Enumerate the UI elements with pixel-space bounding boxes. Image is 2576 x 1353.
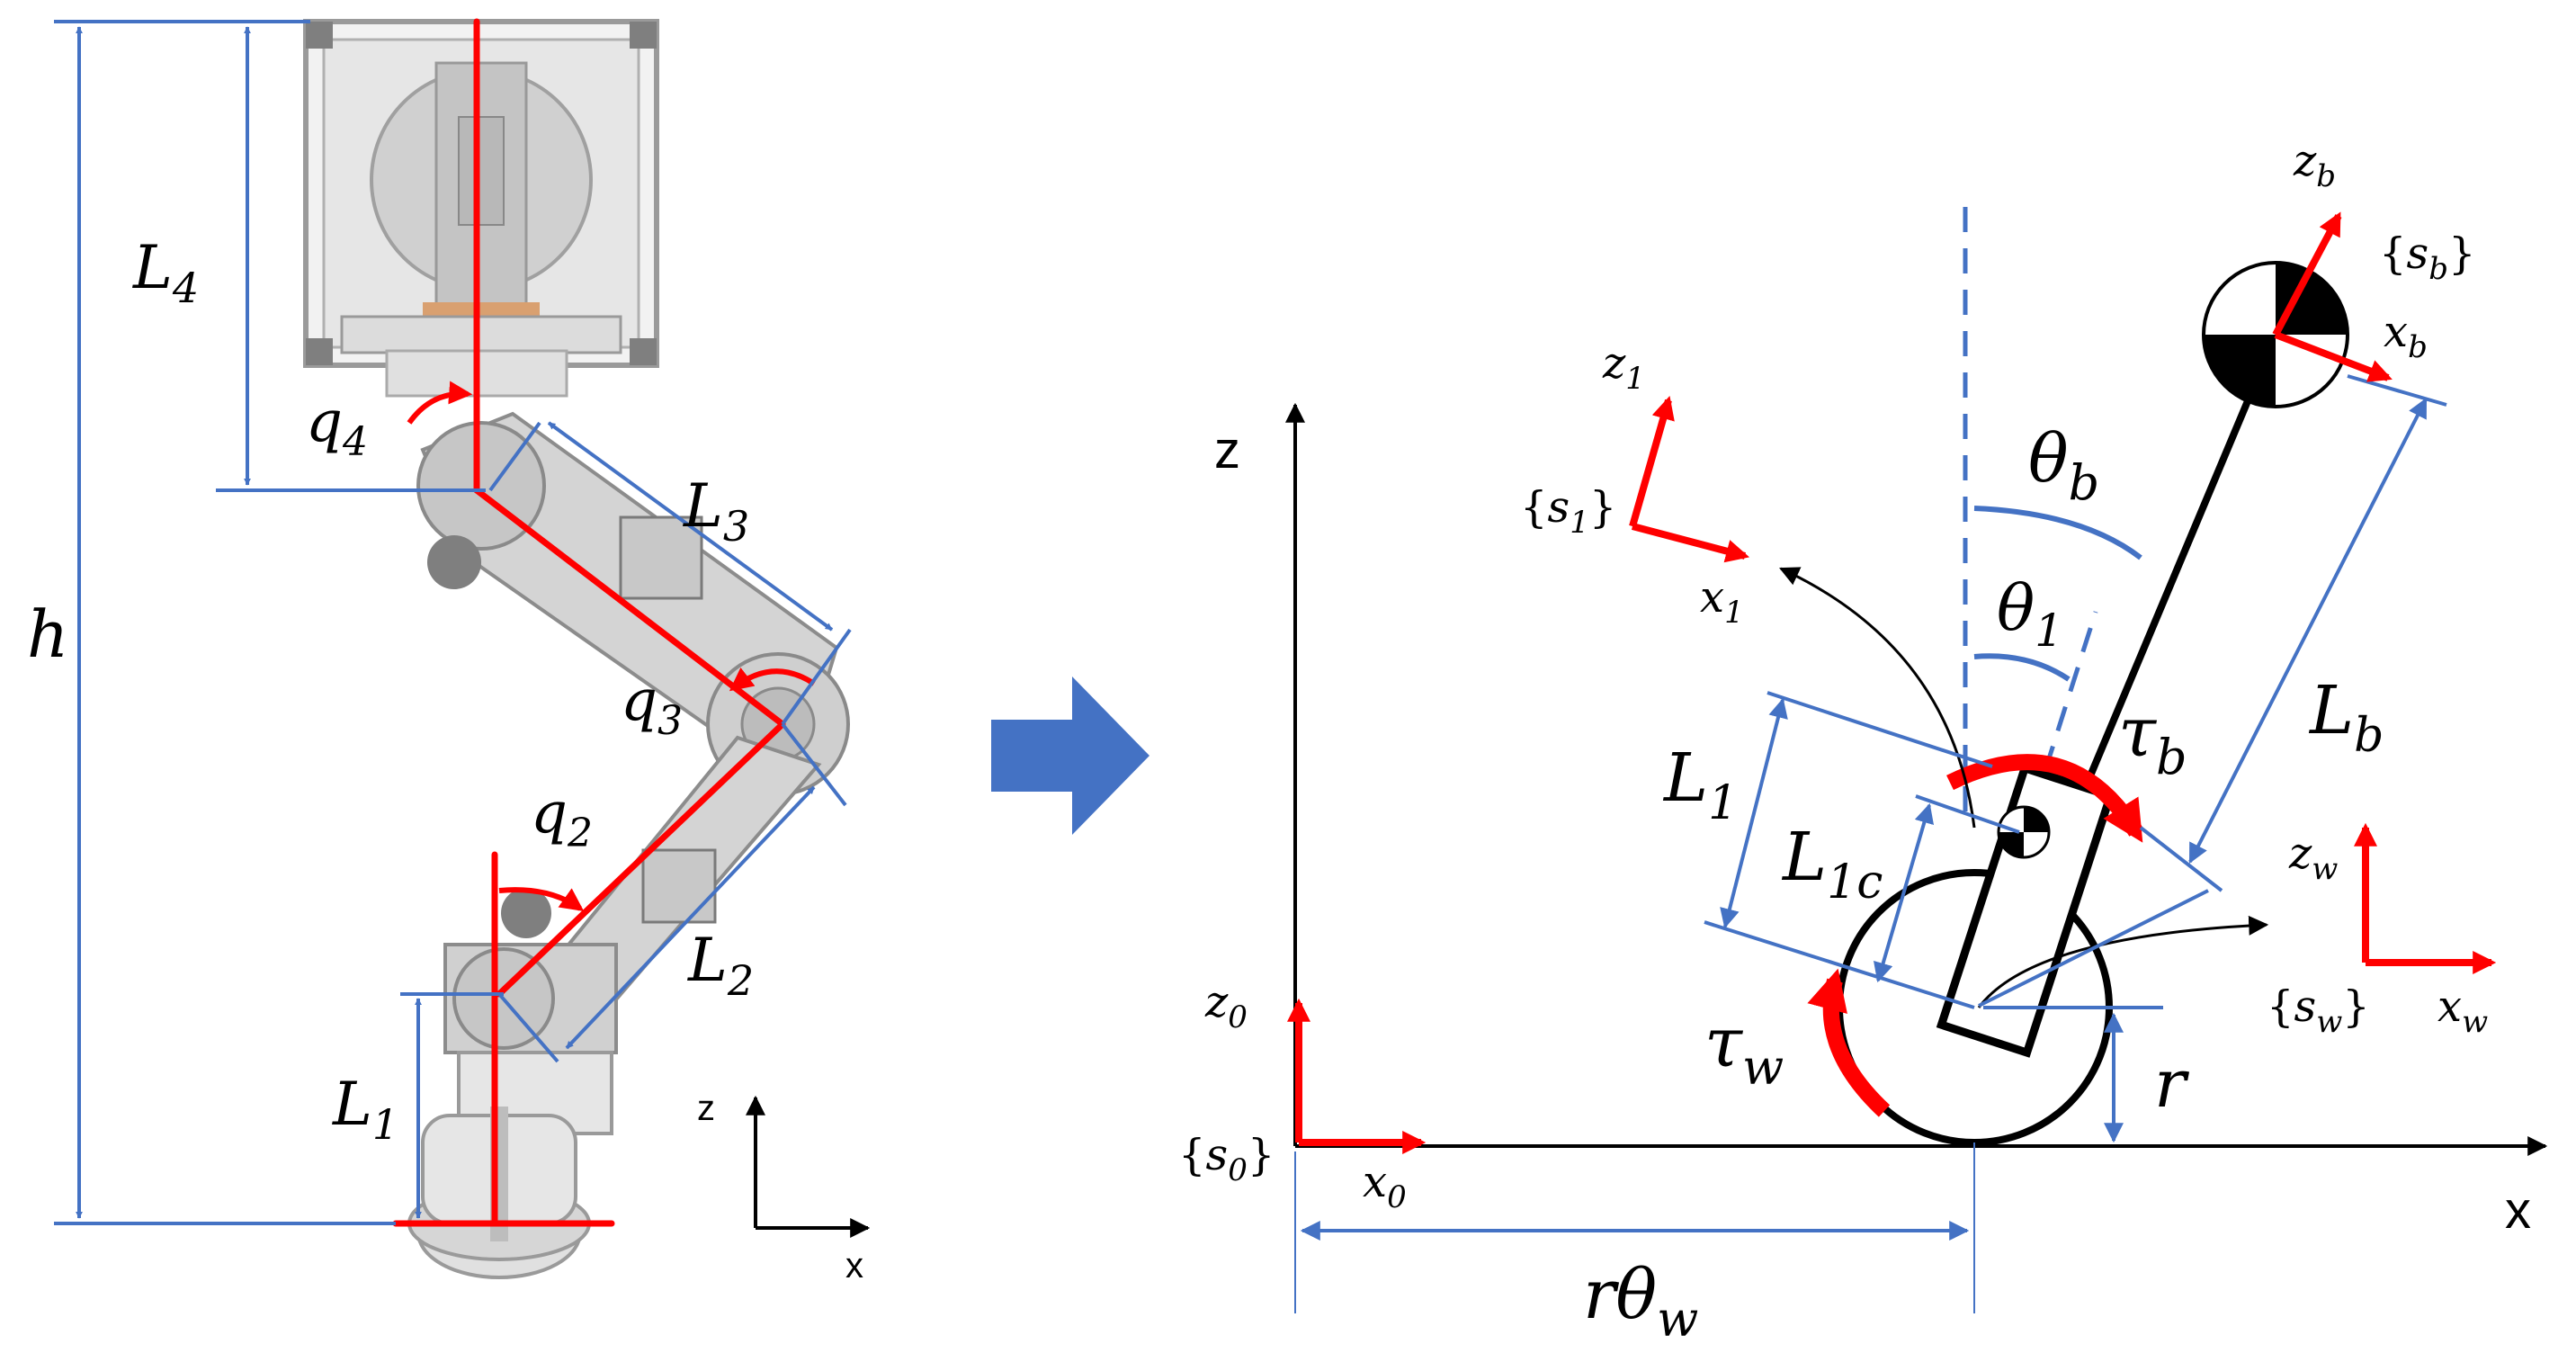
label-r: r: [2154, 1045, 2190, 1123]
label-z-w: zw: [2288, 829, 2338, 887]
left-axes: [746, 1095, 871, 1238]
right-arrow-icon: [991, 676, 1149, 835]
left-labels: L4 h q4 L3 q3 q2 L2 L1: [27, 233, 754, 1149]
theta-b-arc: [1973, 506, 2142, 560]
world-axis-z-label: z: [1214, 421, 1240, 479]
frame-s1-axes: [1629, 396, 1750, 563]
q3-arc: [729, 667, 816, 692]
L1c-dimension: [1873, 802, 1935, 983]
robot-wheel-assembly: [407, 888, 618, 1279]
label-z-b: zb: [2293, 136, 2336, 194]
left-dimension-lines: [54, 20, 852, 1225]
Lb-dimension: [2188, 398, 2428, 864]
label-q4: q4: [306, 389, 368, 465]
q4-arc: [407, 381, 473, 425]
theta1-reference-line: [2030, 611, 2098, 811]
label-L3: L3: [683, 471, 749, 551]
label-frame-s-w: {sw}: [2267, 981, 2370, 1040]
left-axis-x-label: x: [845, 1246, 863, 1286]
L1-right-dimension: [1720, 697, 1788, 929]
label-x-1: x1: [1700, 572, 1744, 631]
tau-w-torque-arrow: [1807, 968, 1891, 1117]
label-tau-b: τb: [2118, 692, 2187, 785]
label-x-0: x0: [1363, 1157, 1407, 1215]
label-frame-s-0: {s0}: [1178, 1130, 1275, 1188]
frame-sw-axes: [2354, 822, 2497, 974]
label-x-w: xw: [2437, 981, 2488, 1040]
label-q3: q3: [621, 668, 683, 744]
label-L2: L2: [687, 926, 754, 1005]
link-1-body: [1936, 763, 2115, 1058]
frame-s0-axes: [1287, 998, 1427, 1154]
label-z-0: z0: [1204, 977, 1248, 1035]
label-q2: q2: [531, 780, 593, 856]
frame-sb-axes: [2272, 211, 2393, 382]
label-tau-w: τw: [1704, 1002, 1784, 1096]
L2-dimension: [565, 785, 816, 1050]
label-h: h: [27, 596, 68, 672]
right-dimension-lines: [1294, 374, 2447, 1313]
right-labels: θb θ1 τb τw Lb L1 L1c r rθw {sb} zb xb {…: [1178, 136, 2488, 1348]
theta-1-arc: [1973, 653, 2071, 682]
frame-s1-pointer: [1779, 567, 1976, 829]
frame-sw-pointer: [1977, 915, 2269, 1008]
label-L1-left: L1: [332, 1070, 398, 1149]
L3-dimension: [547, 421, 834, 632]
label-L-b: Lb: [2308, 672, 2384, 763]
robot-cad-drawing: [303, 19, 850, 1279]
tau-b-torque-arrow: [1946, 754, 2143, 843]
label-r-theta-w: rθw: [1583, 1254, 1698, 1348]
label-theta-1: θ1: [1997, 571, 2063, 657]
link1-com-marker: [1997, 805, 2051, 859]
label-z-1: z1: [1602, 338, 1645, 397]
robot-head-box: [303, 19, 659, 398]
left-axis-z-label: z: [697, 1089, 715, 1128]
robot-link-3: [416, 411, 850, 796]
label-x-b: xb: [2384, 307, 2428, 365]
label-frame-s-1: {s1}: [1520, 482, 1616, 541]
label-frame-s-b: {sb}: [2379, 228, 2476, 287]
label-L-1-right: L1: [1662, 739, 1738, 830]
label-L-1c: L1c: [1781, 819, 1883, 909]
world-axis-x-label: x: [2505, 1181, 2531, 1240]
label-theta-b: θb: [2028, 420, 2099, 511]
label-L4: L4: [132, 233, 199, 312]
